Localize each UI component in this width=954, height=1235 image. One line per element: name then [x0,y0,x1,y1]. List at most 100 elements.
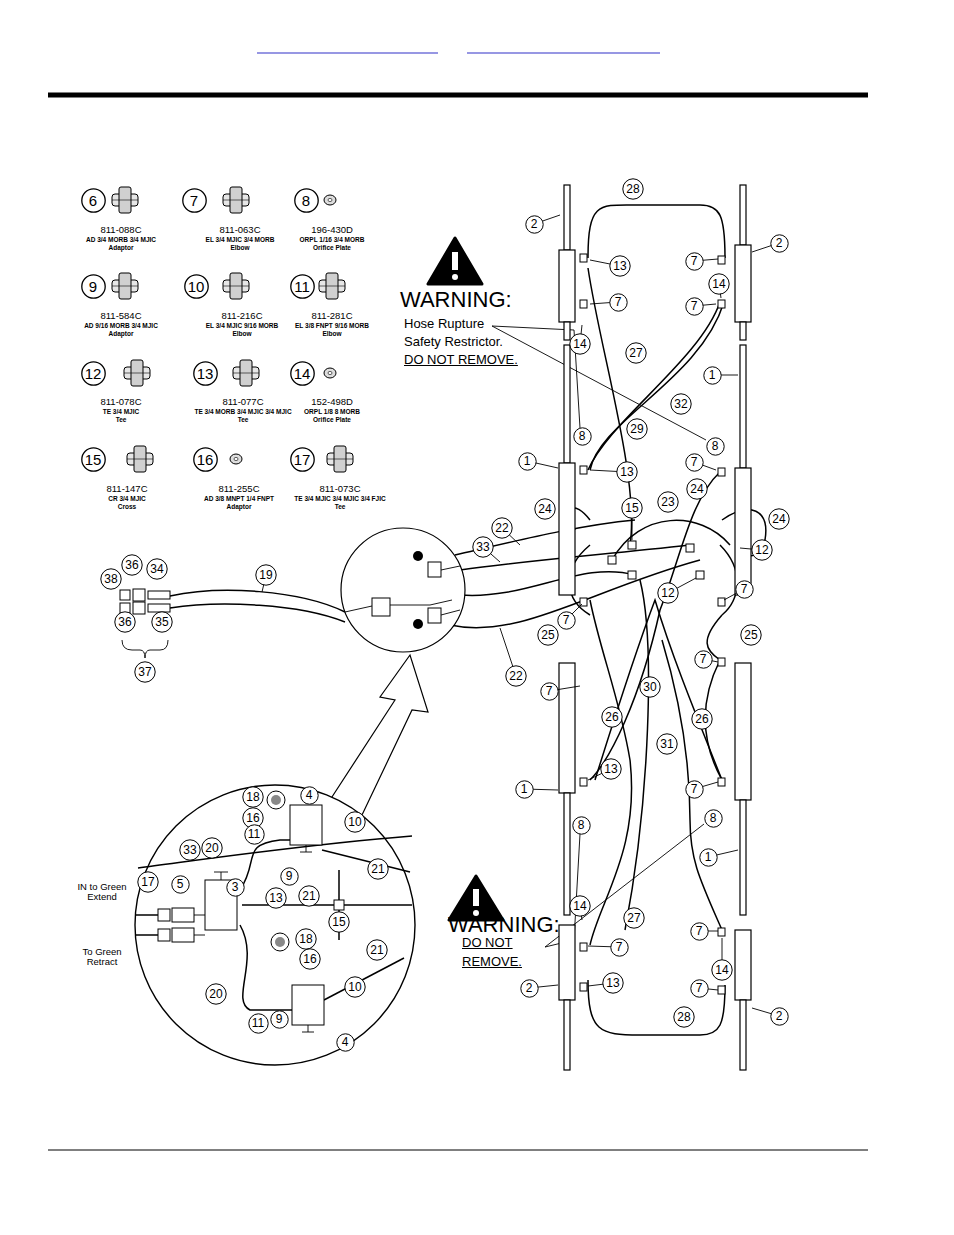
callout-number: 28 [673,1006,695,1028]
callout-text: 33 [183,844,196,856]
callout-number: 2 [770,234,789,253]
callout-number: 24 [534,498,556,520]
callout-number: 11 [244,824,265,845]
leader-line [492,326,706,947]
callout-number: 14 [290,361,315,386]
callout-text: 7 [700,653,707,665]
part-description: EL 3/4 MJIC 3/4 MORB [205,237,276,244]
bracket [122,640,168,658]
callout-number: 4 [336,1033,355,1052]
port-label: IN to Green Extend [70,882,134,902]
callout-number: 7 [685,297,704,316]
callout-text: 14 [712,278,725,290]
callout-number: 36 [114,611,136,633]
callout-text: 8 [578,819,585,831]
callout-text: 17 [294,452,311,467]
callout-text: 7 [691,255,698,267]
callout-number: 6 [81,188,106,213]
callout-number: 10 [344,811,366,833]
callout-text: 10 [348,816,361,828]
callout-number: 7 [182,188,207,213]
callout-number: 37 [134,661,156,683]
callout-number: 8 [572,816,591,835]
valve-detail [341,528,465,652]
callout-text: 13 [613,260,626,272]
callout-text: 29 [630,423,643,435]
part-name: Tee [237,417,250,424]
callout-text: 11 [252,1017,264,1029]
callout-text: 15 [85,452,102,467]
callout-text: 5 [177,878,184,890]
callout-number: 2 [525,215,544,234]
callout-text: 20 [205,842,218,854]
callout-number: 21 [366,939,388,961]
callout-text: 7 [563,614,570,626]
callout-number: 27 [623,907,645,929]
callout-number: 13 [602,972,624,994]
callout-number: 11 [290,274,315,299]
callout-text: 7 [190,193,198,208]
callout-text: 21 [302,890,315,902]
callout-text: 23 [661,496,674,508]
callout-text: 35 [155,616,168,628]
part-name: Orifice Plate [312,417,352,424]
callout-text: 8 [712,440,719,452]
callout-number: 15 [328,911,350,933]
callout-text: 13 [604,763,617,775]
part-name: Adaptor [108,245,135,252]
part-number: 811-078C [99,397,142,407]
zoom-arrow [330,655,428,815]
callout-number: 30 [639,676,661,698]
callout-number: 9 [270,1010,289,1029]
callout-text: 26 [605,711,618,723]
callout-text: 22 [495,522,508,534]
callout-text: 36 [118,616,131,628]
callout-text: 13 [606,977,619,989]
callout-text: 2 [776,1010,783,1022]
part-name: Elbow [321,331,342,338]
part-name: Adaptor [108,331,135,338]
callout-text: 14 [573,900,586,912]
callout-number: 9 [280,867,299,886]
fitting [580,254,725,994]
callout-text: 26 [695,713,708,725]
callout-number: 13 [193,361,218,386]
callout-number: 18 [242,786,264,808]
callout-number: 33 [472,536,494,558]
callout-text: 13 [269,892,282,904]
callout-number: 32 [670,393,692,415]
callout-number: 7 [735,580,754,599]
callout-number: 8 [704,809,723,828]
callout-number: 14 [711,959,733,981]
callout-text: 6 [89,193,97,208]
callout-text: 11 [248,828,260,840]
callout-text: 30 [643,681,656,693]
callout-number: 16 [299,948,321,970]
callout-text: 1 [709,369,716,381]
hose-end-fitting [120,589,170,614]
callout-number: 10 [184,274,209,299]
callout-number: 31 [656,733,678,755]
callout-text: 7 [691,783,698,795]
callout-text: 36 [125,559,138,571]
callout-number: 7 [540,682,559,701]
callout-text: 11 [294,279,310,294]
callout-number: 22 [491,517,513,539]
callout-number: 14 [569,895,591,917]
callout-text: 7 [696,925,703,937]
callout-number: 1 [515,780,534,799]
callout-text: 4 [306,789,313,801]
callout-text: 7 [696,982,703,994]
callout-number: 22 [505,665,527,687]
callout-text: 21 [371,863,384,875]
callout-text: 25 [541,629,554,641]
warning-text: REMOVE. [461,955,523,969]
callout-text: 38 [104,573,117,585]
part-description: ORPL 1/8 8 MORB [303,409,361,416]
callout-number: 25 [537,624,559,646]
callout-number: 35 [151,611,173,633]
callout-number: 27 [625,342,647,364]
callout-text: 33 [476,541,489,553]
callout-text: 2 [776,237,783,249]
